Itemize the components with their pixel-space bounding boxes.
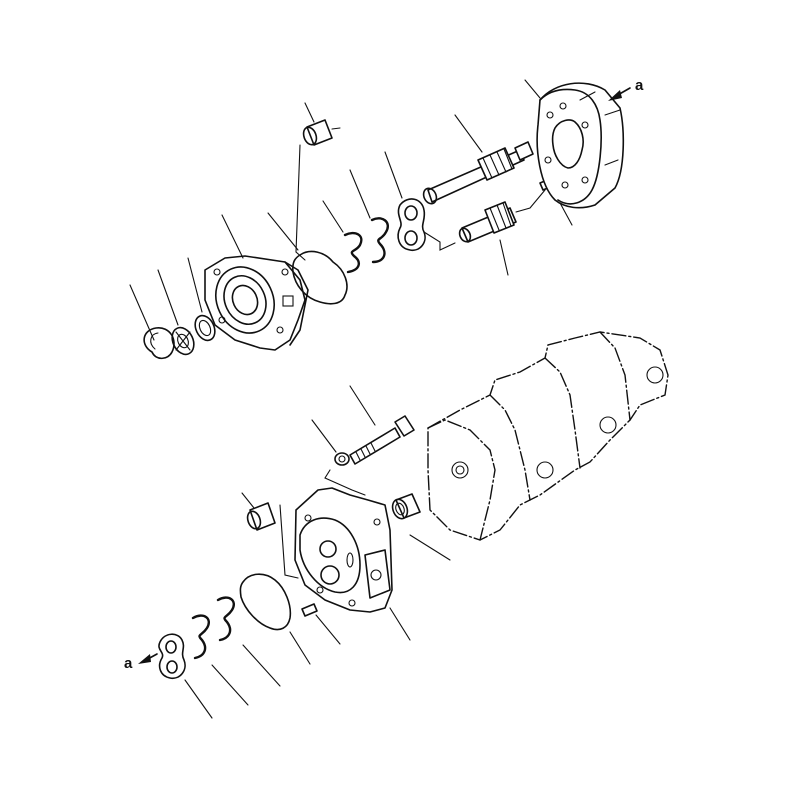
snap-ring-upper xyxy=(129,284,175,360)
driven-gear xyxy=(423,189,546,276)
end-cover xyxy=(294,487,411,641)
dowel-bushing-lower xyxy=(241,492,299,579)
washer-lower xyxy=(311,419,366,496)
front-cover xyxy=(204,214,309,351)
pump-body-assembly xyxy=(409,331,669,561)
reference-arrow-a-top xyxy=(608,87,631,101)
reference-label-a-bottom: a xyxy=(124,655,133,672)
backup-ring-lower-1 xyxy=(191,614,249,706)
gear-housing xyxy=(524,79,625,209)
needle-bearing xyxy=(391,493,421,520)
reference-label-a-top: a xyxy=(635,77,644,94)
wear-plate-lower xyxy=(158,633,213,719)
reference-arrow-a-bottom xyxy=(138,653,158,664)
dowel-pin-lower xyxy=(301,603,341,645)
backup-ring-upper-1 xyxy=(322,200,363,274)
washer-upper xyxy=(187,257,216,342)
nut-upper xyxy=(157,269,195,356)
backup-ring-upper-2 xyxy=(349,169,389,264)
wear-plate-upper xyxy=(384,151,426,252)
o-ring-lower xyxy=(239,573,311,665)
bolt xyxy=(349,385,415,465)
backup-ring-lower-2 xyxy=(216,596,281,687)
drive-gear-shaft xyxy=(422,114,534,205)
o-ring-upper xyxy=(267,212,348,305)
dowel-bushing-upper xyxy=(295,102,341,261)
